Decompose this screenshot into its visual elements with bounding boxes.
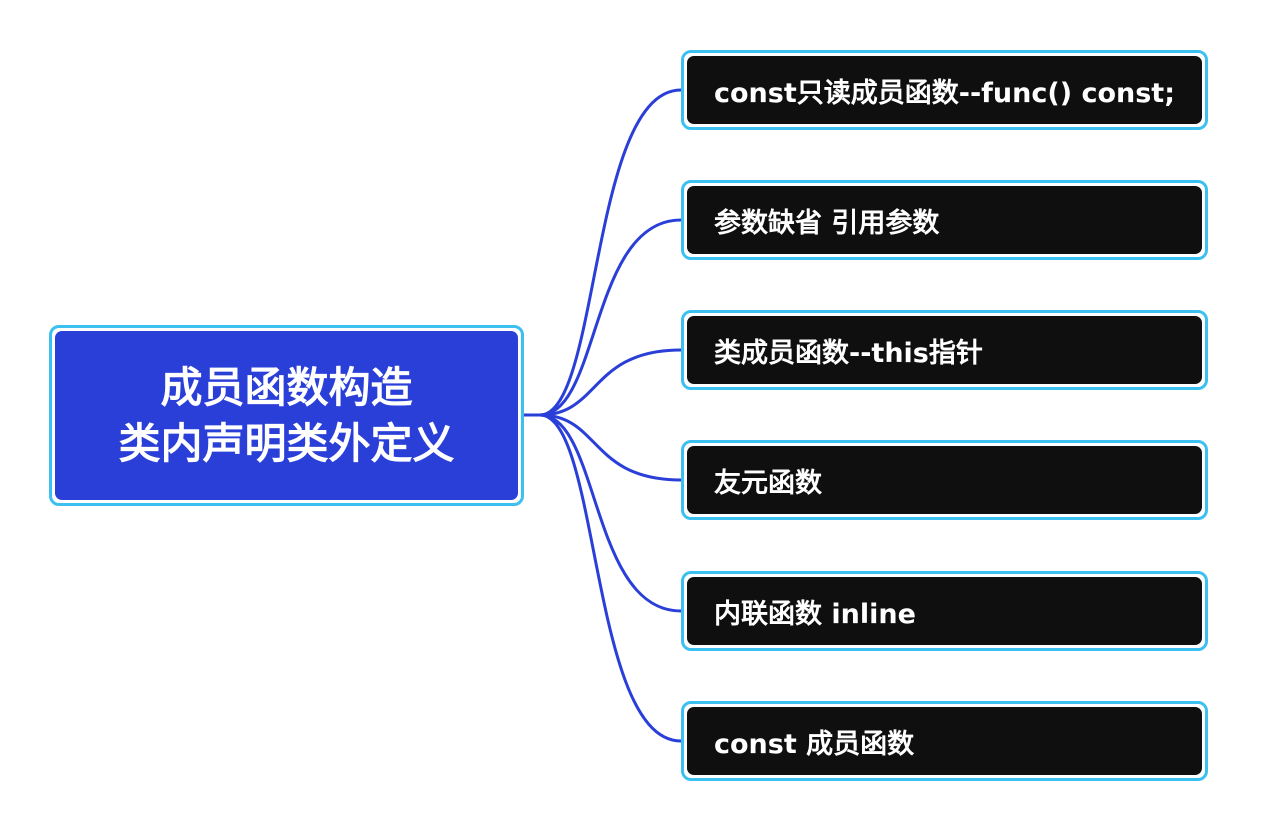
branch-node-inline-function[interactable]: 内联函数 inline xyxy=(681,571,1208,651)
root-node-body: 成员函数构造 类内声明类外定义 xyxy=(55,331,518,500)
branch-node-const-readonly[interactable]: const只读成员函数--func() const; xyxy=(681,50,1208,130)
connector-3 xyxy=(524,348,682,417)
branch-node-default-params[interactable]: 参数缺省 引用参数 xyxy=(681,180,1208,260)
branch-label: 类成员函数--this指针 xyxy=(687,316,1202,384)
connector-1 xyxy=(524,88,682,417)
branch-label: const只读成员函数--func() const; xyxy=(687,56,1202,124)
connector-5 xyxy=(524,413,682,613)
root-title-line-1: 成员函数构造 xyxy=(160,362,413,412)
branch-label: 参数缺省 引用参数 xyxy=(687,186,1202,254)
connector-4 xyxy=(524,413,682,482)
branch-label: const 成员函数 xyxy=(687,707,1202,775)
root-node[interactable]: 成员函数构造 类内声明类外定义 xyxy=(49,325,524,506)
root-title-line-2: 类内声明类外定义 xyxy=(118,418,455,468)
connector-2 xyxy=(524,218,682,417)
branch-label: 友元函数 xyxy=(687,446,1202,514)
branch-label: 内联函数 inline xyxy=(687,577,1202,645)
branch-node-const-member[interactable]: const 成员函数 xyxy=(681,701,1208,781)
connector-6 xyxy=(524,413,682,743)
branch-node-friend-function[interactable]: 友元函数 xyxy=(681,440,1208,520)
branch-node-this-pointer[interactable]: 类成员函数--this指针 xyxy=(681,310,1208,390)
